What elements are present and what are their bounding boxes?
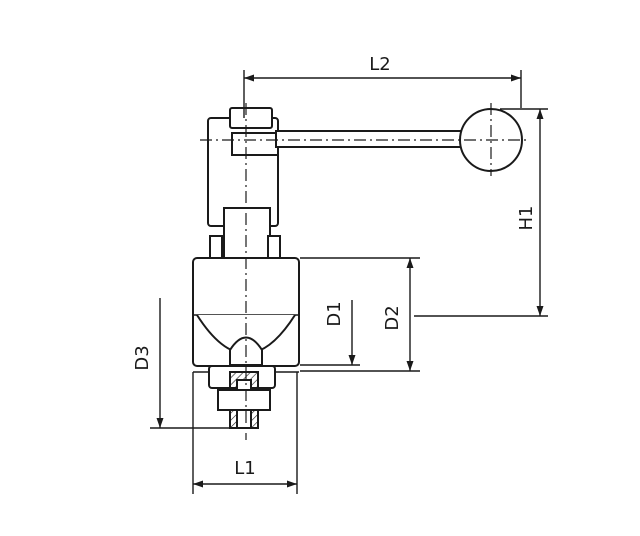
lever-handle (200, 103, 530, 227)
L1-label: L1 (234, 458, 255, 479)
dim-D2: D2 (300, 257, 420, 372)
D3-label: D3 (132, 345, 153, 370)
stem-nut-right (267, 235, 281, 259)
D1-label: D1 (324, 301, 345, 326)
handle-neck (231, 132, 279, 156)
dim-L1: L1 (192, 372, 298, 494)
lower-fitting (208, 365, 276, 429)
dim-D1: D1 (300, 300, 360, 366)
D2-label: D2 (382, 305, 403, 330)
dim-L2: L2 (243, 54, 522, 118)
handle-cap (229, 107, 273, 129)
handle-bar (275, 130, 467, 148)
stem-nut-left (209, 235, 223, 259)
fitting-ring (217, 389, 271, 411)
dim-D3: D3 (132, 298, 240, 429)
H1-label: H1 (516, 206, 537, 231)
L2-label: L2 (369, 54, 390, 75)
dim-H1: H1 (414, 108, 548, 317)
